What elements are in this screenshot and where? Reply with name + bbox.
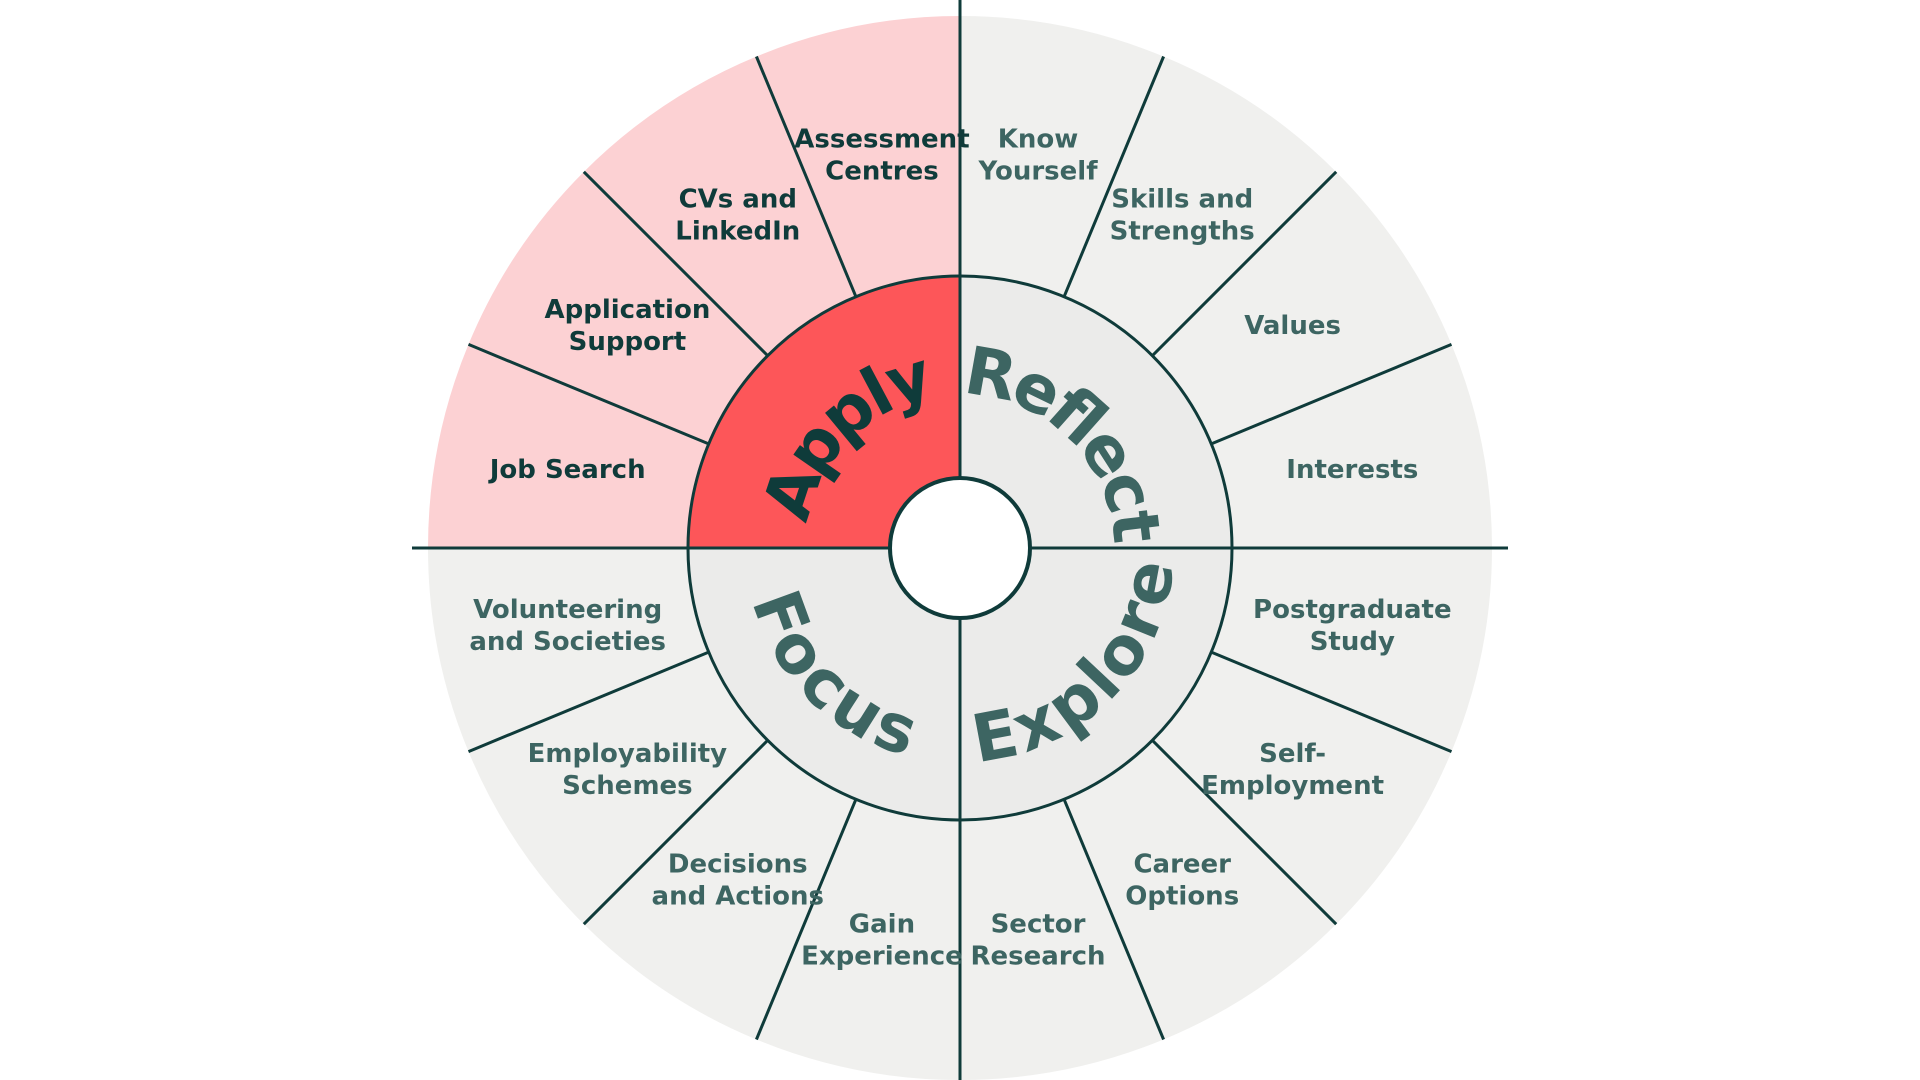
divider-line [755, 798, 858, 1041]
quadrant-apply[interactable] [688, 276, 960, 548]
divider-line [1151, 739, 1338, 926]
segment-career-options[interactable] [1064, 740, 1337, 1040]
segment-label: Job Search [488, 454, 646, 484]
segment-label-line: Experience [801, 941, 963, 971]
segment-label-line: Strengths [1110, 216, 1255, 246]
segment-label-line: Centres [825, 156, 939, 186]
segment-label-line: Self- [1259, 739, 1326, 769]
divider-line [467, 650, 710, 753]
segment-decisions-and-actions[interactable] [583, 740, 856, 1040]
segment-interests[interactable] [1211, 344, 1492, 548]
segment-label-line: Employment [1201, 771, 1384, 801]
segment-label: Values [1244, 310, 1341, 340]
divider-line [1062, 798, 1165, 1041]
segment-label-line: Volunteering [473, 595, 662, 625]
outer-ring [428, 16, 1492, 1080]
segment-label-line: Study [1310, 627, 1395, 657]
segment-label-line: LinkedIn [675, 216, 800, 246]
segment-label-line: Support [569, 326, 687, 356]
segment-label-line: Career [1133, 849, 1231, 879]
segment-label-line: Know [998, 124, 1079, 154]
segment-label-line: Options [1125, 881, 1239, 911]
segment-postgraduate-study[interactable] [1211, 548, 1492, 752]
segment-cvs-and-linkedin[interactable] [583, 56, 856, 356]
divider-line [582, 170, 769, 357]
segment-label-line: Employability [528, 739, 728, 769]
segment-application-support[interactable] [468, 171, 768, 444]
segment-label-line: Application [544, 294, 710, 324]
quadrant-reflect[interactable] [960, 276, 1232, 548]
divider-line [1062, 55, 1165, 298]
segment-know-yourself[interactable] [960, 16, 1164, 297]
segment-skills-and-strengths[interactable] [1064, 56, 1337, 356]
segment-self-employment[interactable] [1152, 652, 1452, 925]
divider-line [1151, 170, 1338, 357]
inner-ring-border [686, 274, 1234, 822]
segment-volunteering-and-societies[interactable] [428, 548, 709, 752]
segment-label-line: and Societies [469, 627, 666, 657]
segment-assessment-centres[interactable] [756, 16, 960, 297]
segment-gain-experience[interactable] [756, 799, 960, 1080]
divider-lines [412, 0, 1508, 1080]
segment-sector-research[interactable] [960, 799, 1164, 1080]
segment-label-line: Decisions [668, 849, 808, 879]
segment-label-line: Skills and [1111, 184, 1253, 214]
segment-label-line: Interests [1286, 454, 1418, 484]
segment-label-line: Sector [991, 909, 1086, 939]
segment-label-line: Gain [849, 909, 915, 939]
segment-label-line: and Actions [652, 881, 824, 911]
center-hub [888, 476, 1032, 620]
segment-job-search[interactable] [428, 344, 709, 548]
divider-line [1210, 650, 1453, 753]
segment-label-line: Schemes [562, 771, 692, 801]
segment-employability-schemes[interactable] [468, 652, 768, 925]
segment-label-line: Yourself [978, 156, 1099, 186]
divider-line [1210, 343, 1453, 446]
segment-values[interactable] [1152, 171, 1452, 444]
segment-label: Self-Employment [1201, 739, 1384, 801]
segment-label-line: Job Search [488, 454, 646, 484]
divider-line [467, 343, 710, 446]
segment-label-line: Values [1244, 310, 1341, 340]
segment-label-line: Assessment [794, 124, 969, 154]
divider-line [755, 55, 858, 298]
quadrant-explore[interactable] [960, 548, 1232, 820]
segment-label-line: Research [971, 941, 1106, 971]
segment-label: Interests [1286, 454, 1418, 484]
segment-label-line: Postgraduate [1253, 595, 1452, 625]
inner-ring [688, 276, 1232, 820]
divider-line [582, 739, 769, 926]
segment-label-line: CVs and [679, 184, 797, 214]
quadrant-focus[interactable] [688, 548, 960, 820]
